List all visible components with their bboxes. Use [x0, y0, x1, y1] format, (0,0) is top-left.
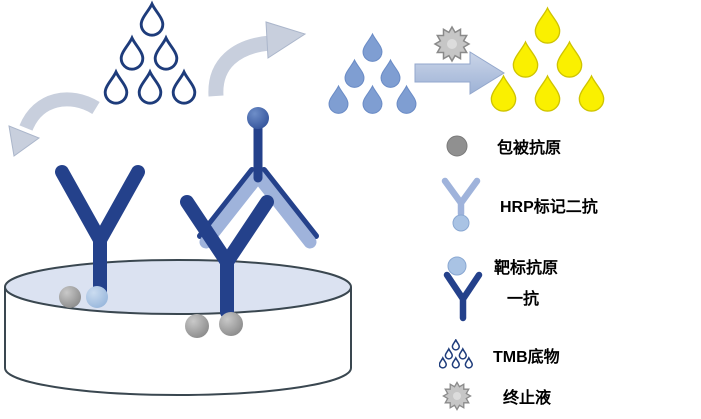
legend-item-coating-antigen: 包被抗原	[444, 133, 561, 159]
antigen-pair-left	[59, 286, 108, 308]
well-liquid-surface	[4, 259, 352, 315]
tmb-substrate-icon	[439, 339, 473, 369]
bound-substrate-droplet-cluster	[328, 33, 417, 114]
coating-antigen-spheres-center	[185, 312, 243, 338]
primary-antibody-left	[55, 165, 145, 299]
stop-solution-burst-icon-top	[434, 26, 470, 62]
coating-antigen-sphere	[219, 312, 243, 336]
legend-label-tmb-substrate: TMB底物	[493, 349, 560, 366]
well-body	[5, 287, 351, 395]
detection-complex	[180, 107, 319, 338]
product-droplet-cluster	[490, 7, 605, 112]
arrow-right-icon	[414, 51, 505, 95]
hrp-secondary-antibody-icon	[441, 177, 481, 232]
curved-arrow-left-shaft	[19, 92, 100, 132]
coating-antigen-sphere	[59, 286, 81, 308]
curved-arrow-top-shaft	[208, 35, 271, 97]
curved-arrow-left-head	[8, 125, 41, 157]
primary-antibody-center	[180, 195, 274, 319]
tmb-substrate-droplet-cluster	[103, 2, 197, 105]
legend-item-primary-antibody: 一抗	[439, 271, 539, 323]
hrp-enzyme-sphere	[247, 107, 269, 129]
burst-center	[447, 39, 457, 49]
curved-arrow-top-icon	[208, 21, 307, 97]
primary-antibody-icon	[443, 271, 483, 322]
well-outline	[4, 287, 352, 396]
legend-item-hrp-secondary: HRP标记二抗	[437, 177, 598, 233]
curved-arrow-top-head	[265, 21, 307, 59]
legend-item-stop-solution: 终止液	[439, 378, 551, 414]
target-antigen-icon	[447, 256, 467, 276]
legend-item-tmb-substrate: TMB底物	[439, 339, 560, 371]
legend-label-hrp-secondary: HRP标记二抗	[500, 199, 598, 216]
stop-solution-icon	[442, 381, 472, 411]
coating-antigen-icon	[446, 135, 468, 157]
microplate-well	[4, 259, 352, 396]
legend-item-target-antigen: 靶标抗原	[446, 254, 558, 278]
legend-label-primary-antibody: 一抗	[507, 291, 540, 308]
curved-arrow-left-icon	[8, 92, 100, 157]
target-antigen-sphere	[86, 286, 108, 308]
legend-label-target-antigen: 靶标抗原	[494, 260, 559, 277]
legend-label-coating-antigen: 包被抗原	[497, 140, 562, 157]
legend-label-stop-solution: 终止液	[503, 390, 552, 407]
coating-antigen-sphere	[185, 314, 209, 338]
